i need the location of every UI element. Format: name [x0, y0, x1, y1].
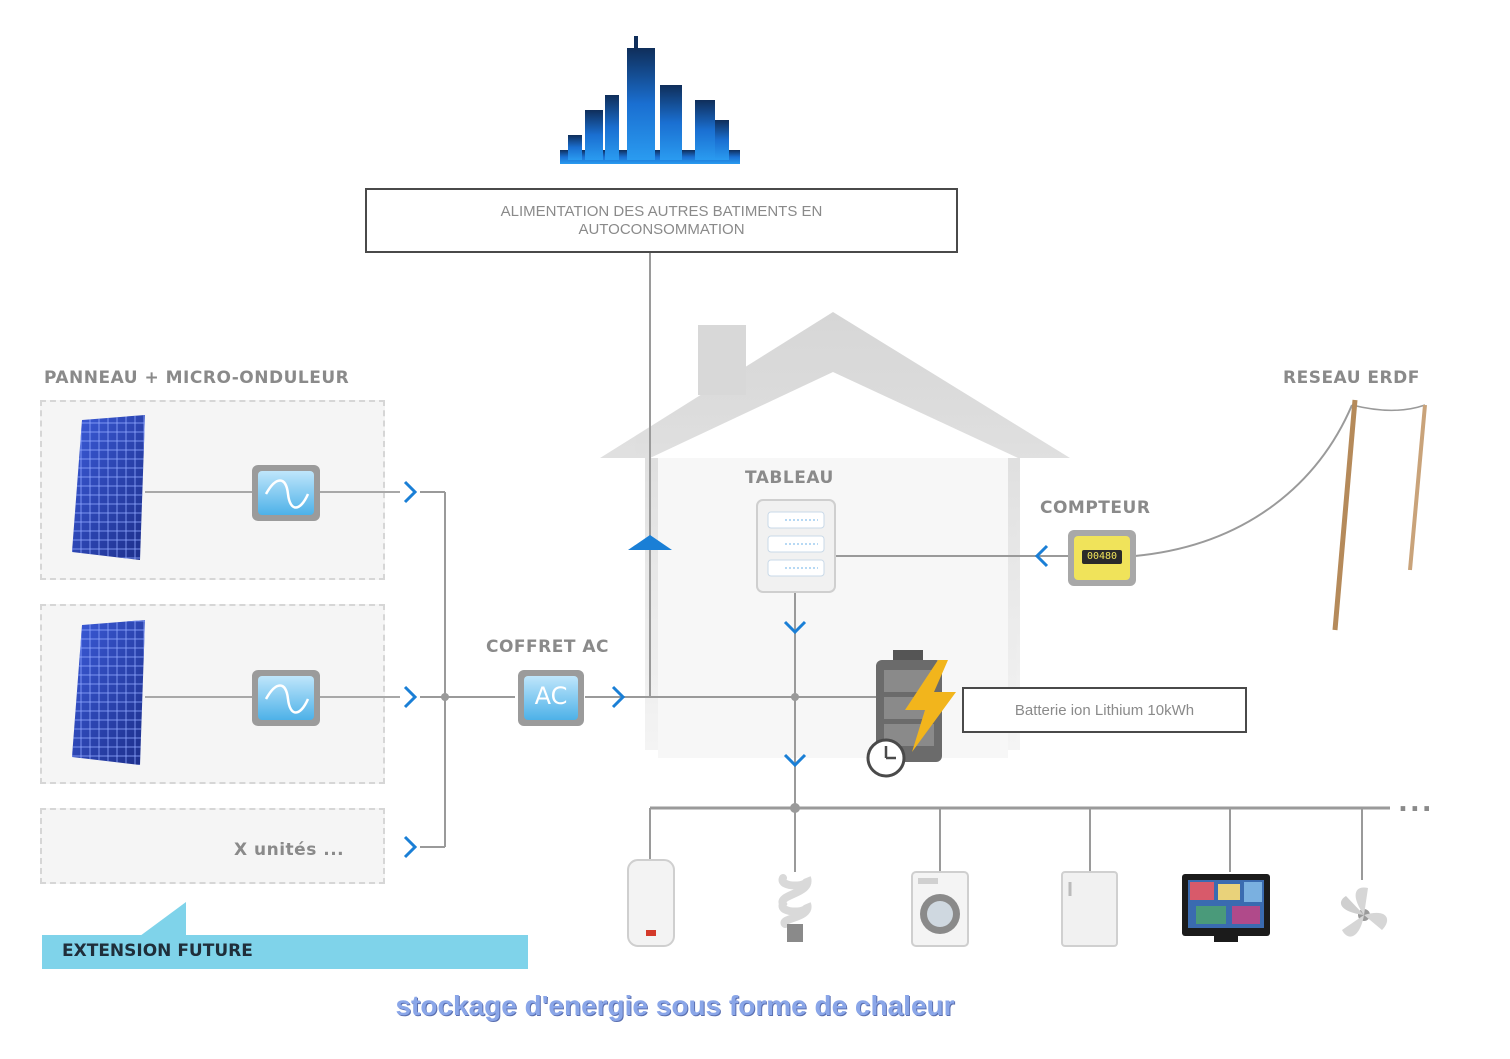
city-buildings-icon [560, 36, 740, 164]
grid-label: RESEAU ERDF [1283, 368, 1420, 388]
solar-panel-icon [72, 415, 145, 560]
right-arrow-icon [611, 685, 626, 709]
panel-unit-extra [40, 808, 385, 884]
right-arrow-icon [403, 835, 418, 859]
extra-units-label: X unités ... [234, 840, 345, 860]
up-arrow-icon [628, 535, 672, 550]
extension-future-label: EXTENSION FUTURE [62, 941, 253, 961]
bus-continuation: ... [1398, 788, 1434, 818]
right-arrow-icon [403, 685, 418, 709]
ac-box-icon [518, 670, 584, 726]
television-icon [1182, 874, 1270, 942]
ac-box-label: COFFRET AC [486, 637, 610, 657]
water-heater-icon [627, 859, 675, 947]
right-arrow-icon [403, 480, 418, 504]
caption: stockage d'energie sous forme de chaleur [395, 990, 955, 1021]
tableau-label: TABLEAU [745, 468, 834, 488]
light-bulb-icon [778, 874, 812, 942]
battery-label-box: Batterie ion Lithium 10kWh [962, 687, 1247, 733]
extension-tab [140, 902, 186, 936]
fan-icon [1340, 887, 1388, 937]
ac-symbol: AC [534, 682, 568, 710]
solar-panel-icon [72, 620, 145, 765]
left-arrow-icon [1034, 544, 1049, 568]
extension-future-bar: EXTENSION FUTURE [42, 935, 528, 969]
battery-icon [866, 650, 956, 778]
other-buildings-label-box: ALIMENTATION DES AUTRES BATIMENTS EN AUT… [365, 188, 958, 253]
meter-label: COMPTEUR [1040, 498, 1151, 518]
lightning-icon [905, 660, 956, 752]
electrical-panel-icon [756, 499, 836, 593]
fridge-icon [1061, 871, 1118, 947]
utility-pole-icon [1332, 399, 1427, 631]
panel-section-title: PANNEAU + MICRO-ONDULEUR [44, 368, 350, 388]
down-arrow-icon [783, 620, 807, 635]
micro-inverter-icon [252, 465, 320, 521]
down-arrow-icon [783, 753, 807, 768]
other-buildings-label: ALIMENTATION DES AUTRES BATIMENTS EN AUT… [500, 202, 823, 238]
meter-display: 00480 [1086, 551, 1118, 562]
battery-label: Batterie ion Lithium 10kWh [1014, 701, 1195, 719]
washing-machine-icon [911, 871, 969, 947]
micro-inverter-icon [252, 670, 320, 726]
meter-icon [1068, 530, 1136, 586]
